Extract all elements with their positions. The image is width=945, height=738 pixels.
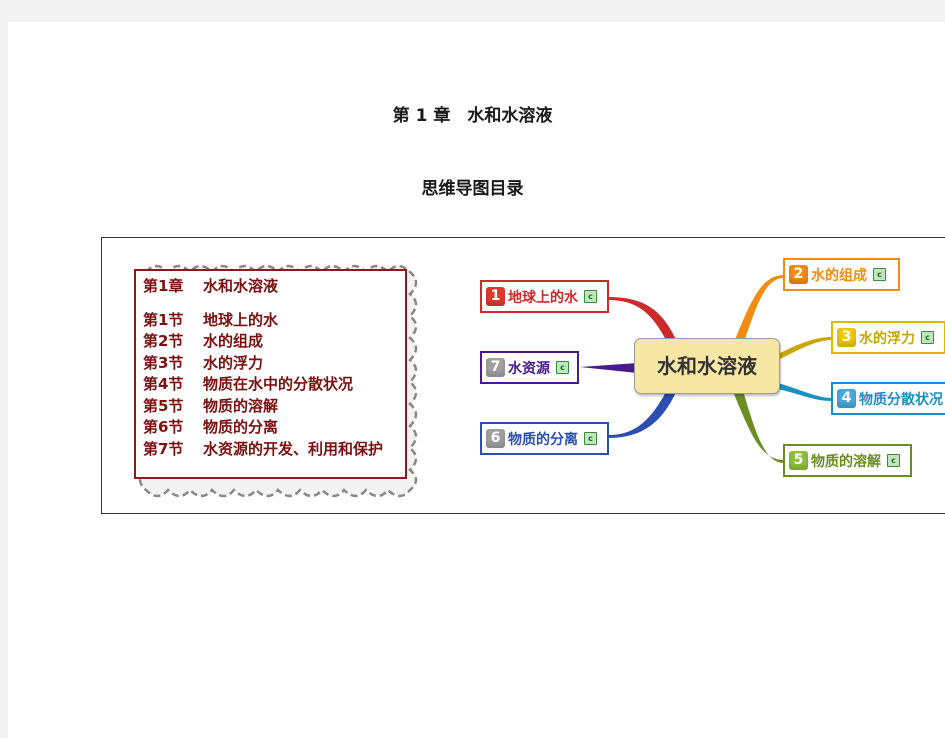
mindmap-figure: 第1章水和水溶液 第1节地球上的水 第2节水的组成 第3节水的浮力 第4节物质在…: [101, 237, 945, 514]
attachment-c-icon[interactable]: c: [556, 361, 569, 374]
branch-node-3[interactable]: 3 水的浮力 c: [831, 321, 945, 354]
branch-label: 水的组成: [811, 267, 867, 284]
toc-chapter-title: 水和水溶液: [203, 277, 279, 295]
toc-section: 第3节水的浮力: [143, 353, 405, 375]
branch-label: 水资源: [508, 360, 550, 377]
connector-4: [778, 383, 832, 401]
attachment-c-icon[interactable]: c: [887, 454, 900, 467]
connector-1: [608, 297, 677, 342]
attachment-c-icon[interactable]: c: [921, 331, 934, 344]
toc-section-title: 水的浮力: [203, 353, 264, 372]
toc-chapter: 第1章 水和水溶液: [143, 276, 405, 298]
mindmap-connectors: [580, 275, 832, 463]
connector-6: [608, 390, 677, 438]
toc-section: 第5节物质的溶解: [143, 396, 405, 418]
branch-node-1[interactable]: 1 地球上的水 c: [480, 280, 609, 313]
branch-label: 物质的分离: [508, 431, 578, 448]
branch-label: 水的浮力: [859, 330, 915, 347]
attachment-c-icon[interactable]: c: [873, 268, 886, 281]
branch-node-7[interactable]: 7 水资源 c: [480, 351, 579, 384]
connector-5: [734, 394, 784, 463]
toc-section-title: 水的组成: [203, 332, 264, 350]
toc-section-num: 第4节: [143, 375, 184, 393]
connector-2: [734, 275, 784, 342]
toc-list: 第1章 水和水溶液 第1节地球上的水 第2节 水的组成 第3节水的浮力 第4节 物质在…: [134, 269, 407, 479]
branch-node-4[interactable]: 4 物质分散状况: [831, 382, 945, 415]
toc-section-num: 第7节: [143, 439, 184, 458]
number-5-icon: 5: [789, 451, 808, 470]
toc-section-num: 第5节: [143, 396, 184, 415]
branch-label: 物质的溶解: [811, 453, 881, 470]
toc-section: 第6节 物质的分离: [143, 417, 405, 439]
branch-label: 地球上的水: [508, 289, 578, 306]
branch-label: 物质分散状况: [859, 391, 943, 408]
toc-section-title: 水资源的开发、利用和保护: [203, 439, 384, 458]
mindmap-center-node[interactable]: 水和水溶液: [634, 338, 780, 394]
toc-section: 第1节地球上的水: [143, 310, 405, 332]
toc-chapter-num: 第1章: [143, 277, 184, 295]
toc-section-title: 地球上的水: [203, 310, 279, 329]
number-6-icon: 6: [486, 429, 505, 448]
toc-section-num: 第1节: [143, 310, 184, 329]
connector-3: [778, 337, 832, 360]
branch-node-5[interactable]: 5 物质的溶解 c: [783, 444, 912, 477]
branch-node-2[interactable]: 2 水的组成 c: [783, 258, 900, 291]
connector-7: [580, 363, 637, 373]
toc-section-title: 物质在水中的分散状况: [203, 375, 354, 393]
number-4-icon: 4: [837, 389, 856, 408]
toc-section: 第2节 水的组成: [143, 331, 405, 353]
mindmap-subtitle: 思维导图目录: [421, 179, 524, 199]
attachment-c-icon[interactable]: c: [584, 290, 597, 303]
chapter-heading: 第 1 章 水和水溶液: [392, 106, 553, 126]
toc-section-title: 物质的溶解: [203, 396, 279, 415]
toc-section-title: 物质的分离: [203, 418, 279, 436]
number-7-icon: 7: [486, 358, 505, 377]
toc-section-num: 第3节: [143, 353, 184, 372]
branch-node-6[interactable]: 6 物质的分离 c: [480, 422, 609, 455]
number-1-icon: 1: [486, 287, 505, 306]
toc-section-num: 第2节: [143, 332, 184, 350]
number-3-icon: 3: [837, 328, 856, 347]
toc-section: 第4节 物质在水中的分散状况: [143, 374, 405, 396]
toc-section: 第7节水资源的开发、利用和保护: [143, 439, 405, 461]
attachment-c-icon[interactable]: c: [584, 432, 597, 445]
toc-section-num: 第6节: [143, 418, 184, 436]
number-2-icon: 2: [789, 265, 808, 284]
